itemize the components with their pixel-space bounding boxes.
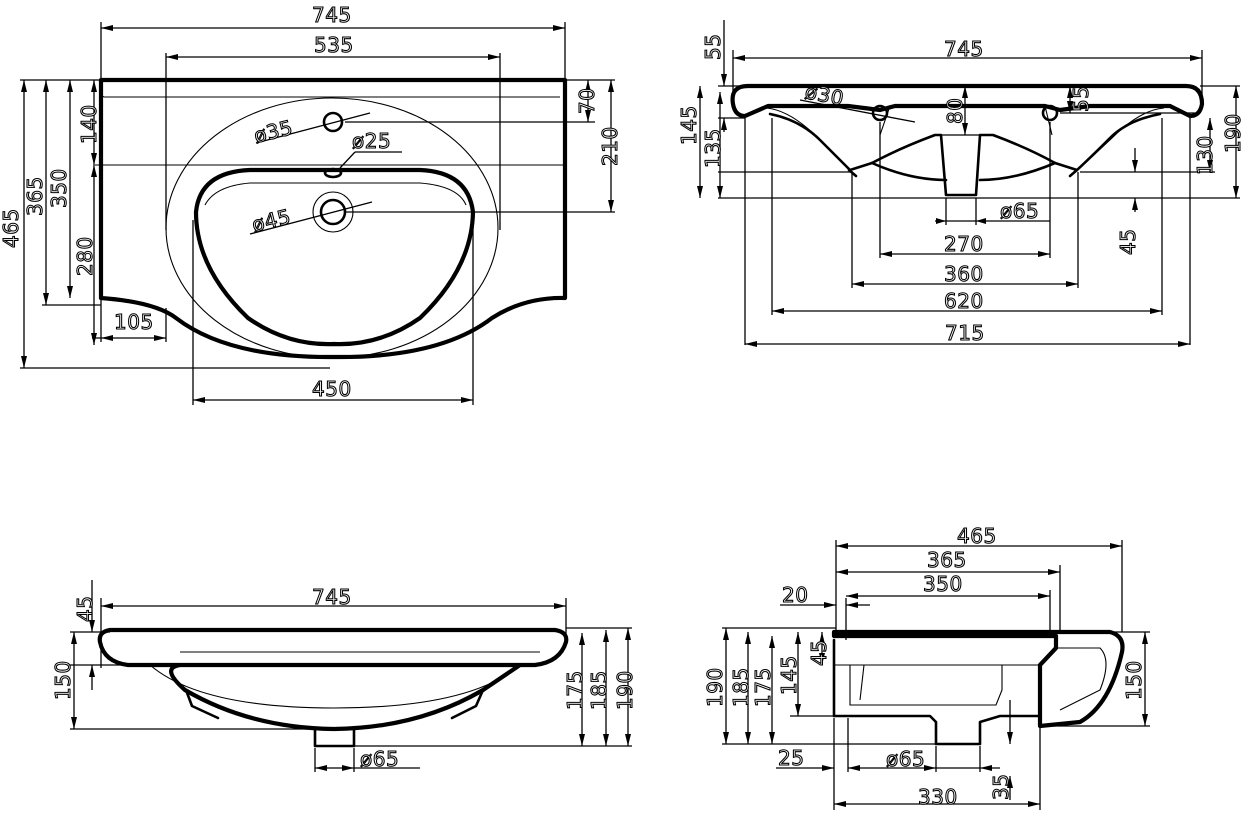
side-dim-35: 35 xyxy=(989,774,1013,800)
top-dim-365: 365 xyxy=(23,176,47,216)
side-dim-330: 330 xyxy=(918,785,958,809)
front-drain xyxy=(313,727,356,748)
top-dim-745: 745 xyxy=(312,3,352,27)
side-dim-145: 145 xyxy=(777,655,801,695)
top-dim-535: 535 xyxy=(314,33,354,57)
back-dim-130: 130 xyxy=(1193,135,1217,175)
top-dim-350: 350 xyxy=(47,168,71,208)
back-dim-right-45: 45 xyxy=(1116,229,1140,255)
tap-hole xyxy=(322,111,344,133)
front-view-outline xyxy=(97,627,569,732)
side-dim-45: 45 xyxy=(807,640,831,666)
back-view: 745 715 620 360 270 ø65 xyxy=(676,20,1246,347)
top-dim-105: 105 xyxy=(114,310,154,334)
back-dim-360: 360 xyxy=(944,262,984,286)
side-dim-175: 175 xyxy=(751,667,775,707)
back-dim-right-55: 55 xyxy=(1069,86,1093,112)
drain-label: ø45 xyxy=(249,204,293,237)
top-view-basin xyxy=(193,167,476,347)
back-dim-620: 620 xyxy=(944,289,984,313)
back-dim-745: 745 xyxy=(944,37,984,61)
back-dim-190: 190 xyxy=(1221,113,1245,153)
back-dim-80: 80 xyxy=(943,98,967,124)
back-dim-o65: ø65 xyxy=(1000,199,1039,223)
side-dim-20: 20 xyxy=(782,583,808,607)
back-dim-135: 135 xyxy=(701,128,725,168)
side-dim-185: 185 xyxy=(729,667,753,707)
overflow-hole xyxy=(323,167,343,179)
top-view: 745 535 450 105 465 365 xyxy=(0,2,623,405)
side-view-outline xyxy=(831,629,1125,729)
top-dim-70: 70 xyxy=(575,88,599,114)
back-dim-left-55: 55 xyxy=(701,34,725,60)
back-dim-270: 270 xyxy=(944,232,984,256)
top-view-outer-ellipse xyxy=(165,97,499,359)
side-dim-25: 25 xyxy=(778,746,804,770)
top-dim-210: 210 xyxy=(598,126,622,166)
top-dim-465: 465 xyxy=(0,208,23,248)
front-dim-745: 745 xyxy=(312,585,352,609)
back-hole-right xyxy=(1041,104,1059,122)
side-dim-right-150: 150 xyxy=(1122,660,1146,700)
side-dim-350: 350 xyxy=(923,572,963,596)
top-dim-450: 450 xyxy=(312,377,352,401)
back-hole-left xyxy=(871,104,889,122)
front-dim-185: 185 xyxy=(587,670,611,710)
side-dim-190: 190 xyxy=(703,667,727,707)
front-dim-175: 175 xyxy=(563,670,587,710)
side-dim-365: 365 xyxy=(927,548,967,572)
front-dim-190: 190 xyxy=(613,670,637,710)
front-view: 745 45 150 175 185 190 ø65 xyxy=(50,580,638,772)
top-dim-140: 140 xyxy=(77,104,101,144)
front-dim-o65: ø65 xyxy=(360,747,399,771)
back-dim-o30: ø30 xyxy=(803,79,846,110)
top-dim-280: 280 xyxy=(73,236,97,276)
overflow-label: ø25 xyxy=(352,129,391,153)
side-dim-465: 465 xyxy=(957,524,997,548)
front-dim-45: 45 xyxy=(73,596,97,622)
front-dim-150: 150 xyxy=(51,660,75,700)
tap-hole-label: ø35 xyxy=(251,115,295,148)
side-view: 465 365 350 20 190 185 175 xyxy=(702,523,1150,810)
back-dim-715: 715 xyxy=(945,321,985,345)
side-dim-o65: ø65 xyxy=(886,747,925,771)
back-dim-145: 145 xyxy=(677,105,701,145)
top-view-rim-line xyxy=(101,95,560,98)
